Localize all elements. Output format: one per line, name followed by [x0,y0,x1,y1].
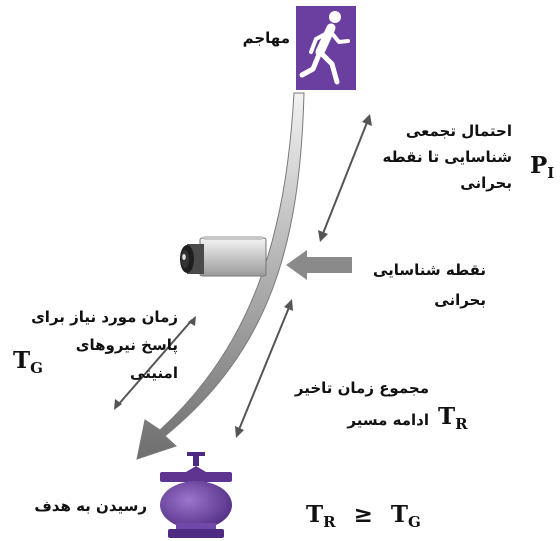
tr-description: مجموع زمان تاخیر ادامه مسیر [294,379,429,429]
tr-arrowhead-top [284,299,293,311]
pi-description: احتمال تجمعی شناسایی تا نقطه بحرانی [382,122,512,192]
running-person-icon [296,6,356,90]
tg-range-arrow [117,319,193,406]
pi-symbol: PI [530,152,555,182]
critical-detection-label: نقطه شناسایی بحرانی [372,261,486,309]
tg-arrowhead-bottom [114,399,122,410]
security-camera-icon [180,236,267,277]
pi-range-arrow [321,119,369,237]
tg-description: زمان مورد نیاز برای پاسخ نیروهای امنیتی [31,308,178,382]
tr-range-arrow [237,304,291,433]
tg-symbol: TG [13,347,43,377]
intrusion-path-arrow [136,92,305,460]
target-vessel-icon [160,452,232,538]
tr-symbol: TR [438,403,468,433]
pi-arrowhead-bottom [318,230,328,242]
tr-arrowhead-bottom [235,426,244,438]
intruder-label: مهاجم [242,29,290,47]
tr-ge-tg-relation: TR ≥ TG [306,501,421,531]
tg-arrowhead-top [188,316,196,326]
pi-arrowhead-top [362,114,372,126]
target-label: رسیدن به هدف [34,497,147,515]
detection-pointer-arrow [286,250,352,280]
